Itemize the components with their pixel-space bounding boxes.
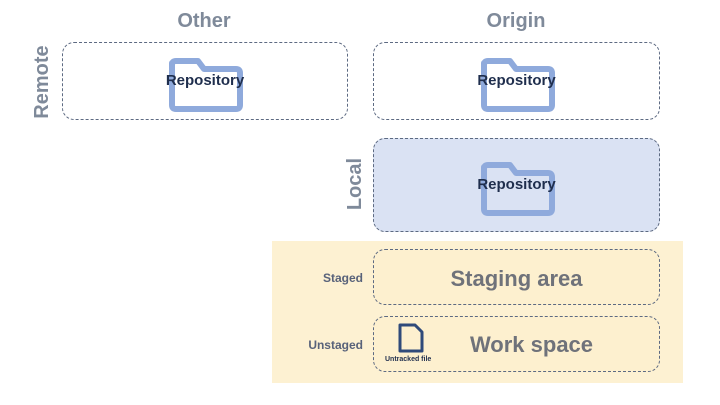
staging-area-box[interactable]: Staging area [373,249,660,305]
repository-label: Repository [477,176,556,193]
staging-area-label: Staging area [450,266,583,291]
folder-icon [481,162,555,216]
untracked-file-label: Untracked file [385,356,432,363]
repository-label: Repository [165,72,245,89]
repository-label: Repository [477,72,556,89]
file-icon [398,323,424,353]
workspace-box[interactable]: Untracked file Work space [373,316,660,372]
other-repository-box[interactable]: Repository [62,42,348,120]
column-header-other: Other [177,10,231,32]
workspace-label: Work space [469,332,594,357]
staged-label: Staged [322,271,363,285]
folder-icon [169,58,243,112]
folder-icon [481,58,555,112]
local-repository-box[interactable]: Repository [373,138,660,232]
column-header-origin: Origin [486,10,546,32]
row-label-remote: Remote [31,45,53,119]
row-label-local: Local [344,157,366,211]
unstaged-label: Unstaged [308,338,363,352]
origin-repository-box[interactable]: Repository [373,42,660,120]
